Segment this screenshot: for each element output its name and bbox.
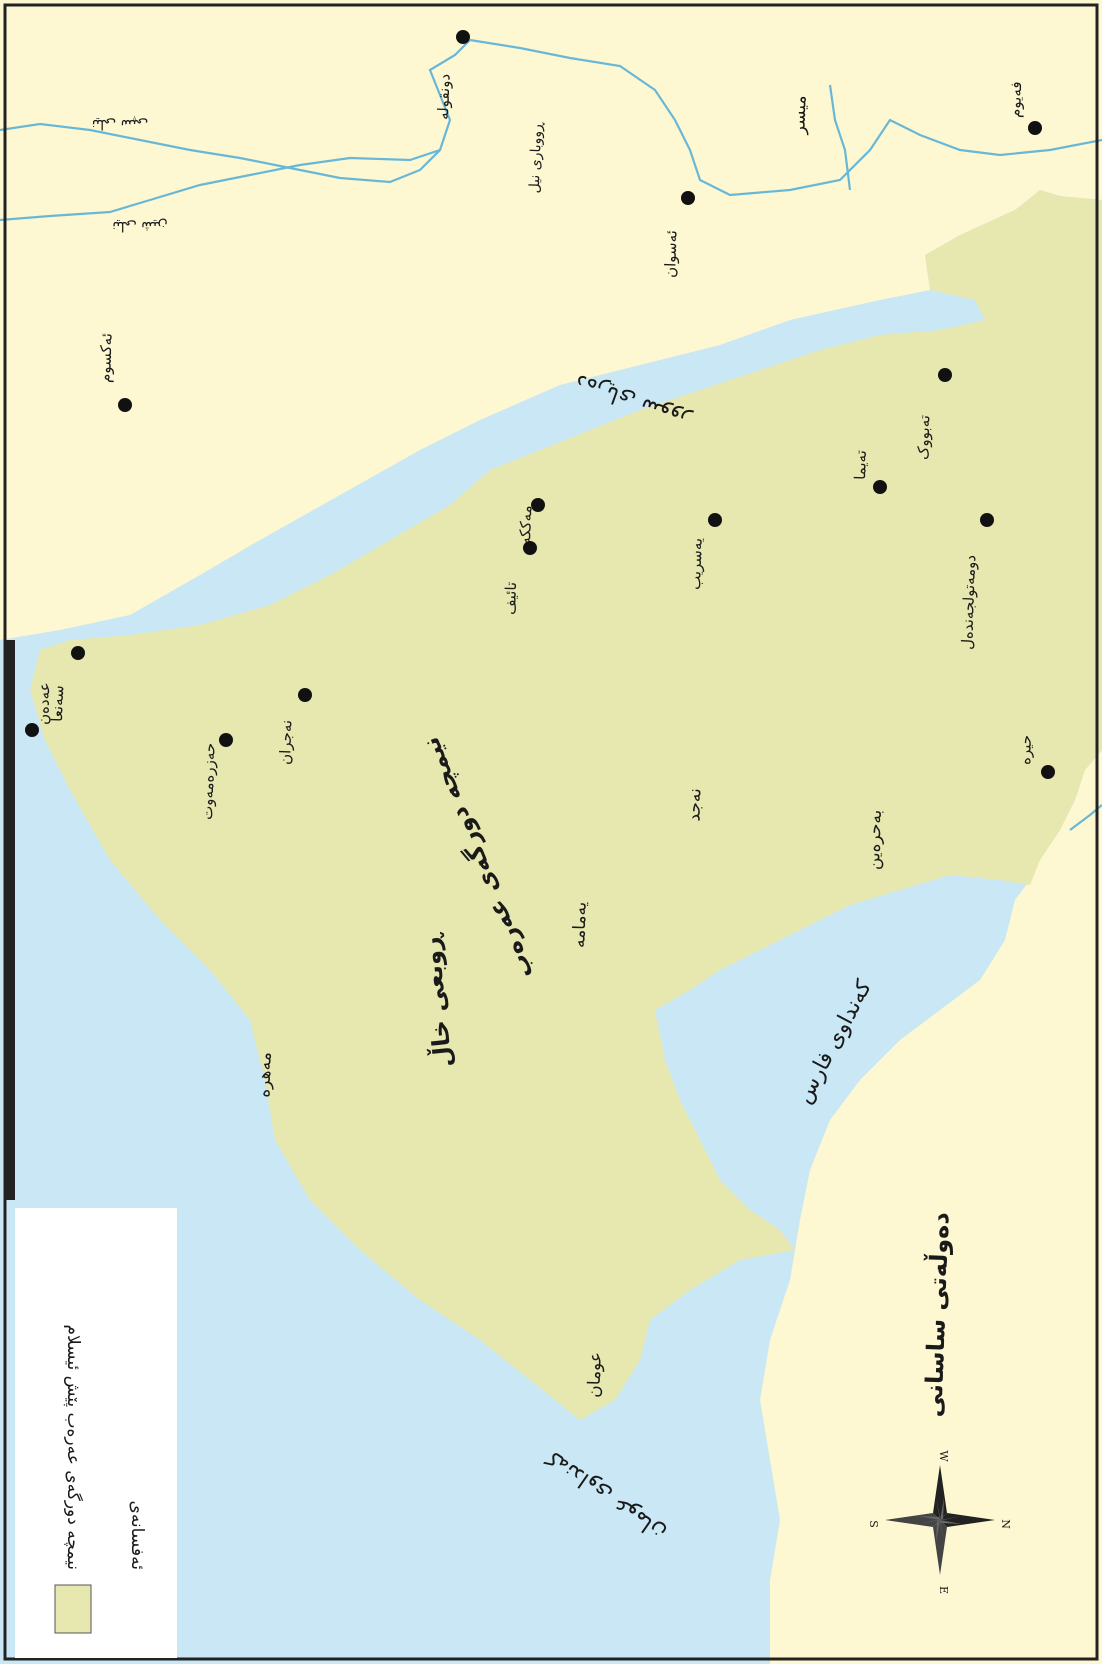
- city-mecca: مەککە: [516, 498, 545, 545]
- white-nile: [0, 39, 471, 184]
- city-dumat: دومەتولجەندەل: [958, 513, 994, 650]
- city-marker: [1028, 121, 1042, 135]
- city-marker: [456, 30, 470, 44]
- city-marker: [708, 513, 722, 527]
- city-hadramawt: حەزرەمەوت: [198, 733, 233, 820]
- egypt-border: [828, 84, 852, 191]
- nile-main: [469, 38, 1102, 197]
- city-hira: حیرە: [1016, 735, 1055, 779]
- legend: نیمچە دورگەی عەرەب پێش ئیسلام ئەفسانەی: [15, 1208, 177, 1658]
- oman-label: عومان: [584, 1352, 606, 1398]
- left-edge-bar: [5, 640, 15, 1200]
- city-marker: [938, 368, 952, 382]
- city-sanaa: سەنعا: [48, 646, 85, 722]
- arabian-peninsula: [30, 190, 1102, 1420]
- compass-diag: [940, 1520, 962, 1542]
- city-marker: [681, 191, 695, 205]
- city-marker: [118, 398, 132, 412]
- compass-diag: [940, 1498, 962, 1520]
- compass-diag: [918, 1498, 940, 1520]
- bahrain-label: بەحرەین: [864, 809, 886, 870]
- city-marker: [523, 541, 537, 555]
- compass-rose: N S W E: [867, 1450, 1012, 1594]
- yamama-label: یەمامە: [569, 901, 591, 948]
- compass-w: W: [937, 1450, 950, 1462]
- city-tabuk: تەبووک: [914, 368, 952, 460]
- city-dongola: دونقولە: [434, 30, 470, 120]
- city-label: ئەسوان: [661, 230, 681, 278]
- legend-item-label: نیمچە دورگەی عەرەب پێش ئیسلام: [63, 1324, 84, 1570]
- city-marker: [25, 723, 39, 737]
- city-label: مەککە: [516, 505, 535, 545]
- africa-land: [0, 0, 1102, 640]
- city-tayma: تەیما: [851, 450, 887, 494]
- city-aswan: ئەسوان: [661, 191, 695, 278]
- compass-e: E: [937, 1586, 950, 1594]
- city-marker: [71, 646, 85, 660]
- compass-diag: [918, 1520, 940, 1542]
- city-marker: [980, 513, 994, 527]
- blue-nile-label: نیلی شین: [112, 218, 168, 234]
- city-najran: نەجران: [276, 688, 312, 765]
- compass-n: N: [999, 1519, 1012, 1529]
- city-label: یەسریب: [686, 538, 706, 591]
- city-label: نەجران: [276, 720, 296, 766]
- compass-s: S: [867, 1520, 880, 1528]
- city-taif: تائیف: [501, 541, 537, 615]
- cities: ئەکسوم دونقولە فەیوم ئەسوان تەبووک تەیما…: [25, 30, 1055, 820]
- city-label: تەبووک: [914, 415, 934, 460]
- nile-label: ڕووباری نیل: [527, 122, 545, 194]
- city-label: عەدەن: [34, 682, 53, 725]
- najd-label: نەجد: [684, 788, 705, 822]
- city-marker: [219, 733, 233, 747]
- city-marker: [873, 480, 887, 494]
- city-label: فەیوم: [1006, 81, 1025, 118]
- sasanian-land: [760, 750, 1102, 1664]
- blue-nile: [0, 148, 441, 222]
- city-yathrib: یەسریب: [686, 513, 722, 590]
- white-nile-label: نیلی سپی: [92, 116, 149, 132]
- legend-box: [15, 1208, 177, 1658]
- egypt-label: میسر: [789, 95, 810, 135]
- city-label: دونقولە: [434, 73, 454, 120]
- city-marker: [531, 498, 545, 512]
- city-marker: [1041, 765, 1055, 779]
- city-label: ئەکسوم: [96, 333, 116, 383]
- city-label: حیرە: [1016, 735, 1035, 766]
- mahra-label: مەهرە: [254, 1052, 276, 1098]
- city-label: حەزرەمەوت: [198, 742, 219, 820]
- city-label: تەیما: [851, 450, 870, 480]
- city-faiyum: فەیوم: [1006, 81, 1042, 135]
- city-label: سەنعا: [48, 685, 67, 722]
- rivers: [0, 38, 1102, 831]
- legend-swatch: [54, 1584, 92, 1634]
- city-marker: [298, 688, 312, 702]
- city-aden: عەدەن: [25, 682, 53, 737]
- city-label: تائیف: [501, 582, 520, 616]
- city-aksum: ئەکسوم: [96, 333, 132, 412]
- legend-title: ئەفسانەی: [127, 1501, 147, 1570]
- city-label: دومەتولجەندەل: [958, 555, 979, 651]
